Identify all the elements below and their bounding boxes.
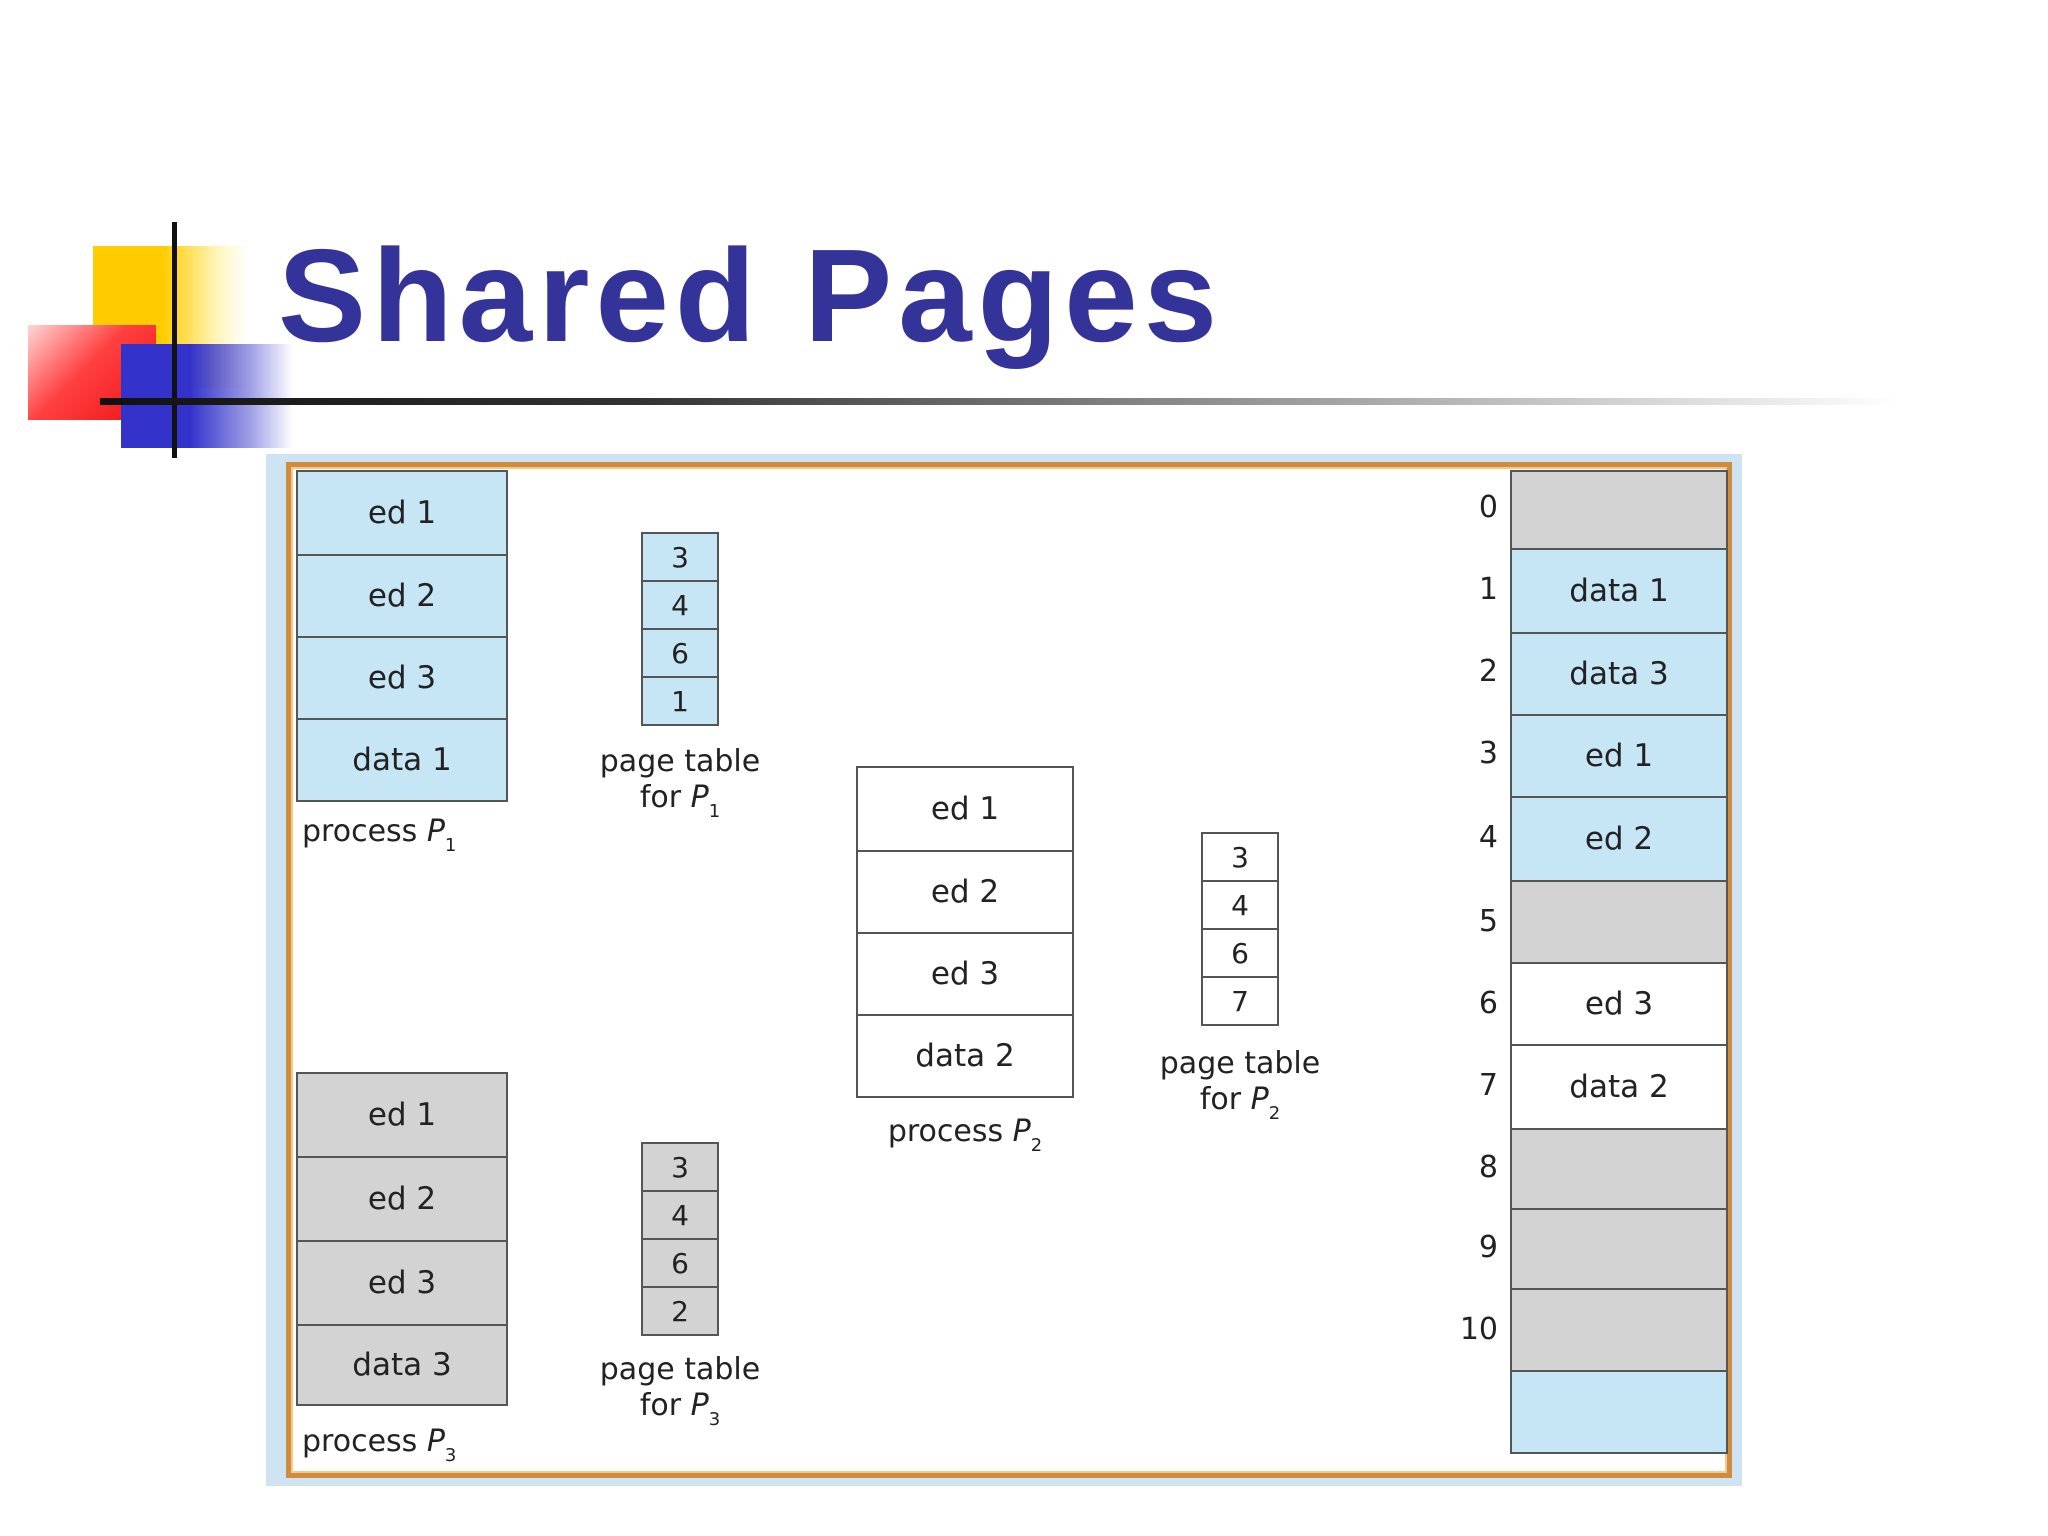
diagram-frame (286, 462, 1732, 1478)
process-p3-page: ed 3 (296, 1240, 508, 1326)
process-p1-page: data 1 (296, 718, 508, 802)
frame-number: 6 (1478, 986, 1498, 1021)
page-table-p2-entry: 4 (1201, 880, 1279, 930)
process-p2-page: ed 2 (856, 850, 1074, 934)
process-p2-page: data 2 (856, 1014, 1074, 1098)
frame-number: 4 (1478, 820, 1498, 855)
frame-number: 10 (1459, 1312, 1498, 1347)
process-p3-page: data 3 (296, 1324, 508, 1406)
memory-frame: data 3 (1510, 632, 1728, 716)
page-table-p2-entry: 3 (1201, 832, 1279, 882)
header-vertical-line (172, 222, 177, 458)
memory-frame (1510, 470, 1728, 550)
memory-frame (1510, 1128, 1728, 1210)
process-p1-page: ed 3 (296, 636, 508, 720)
frame-number: 9 (1478, 1230, 1498, 1265)
page-table-p3-label: page table for P3 (599, 1352, 761, 1430)
page-table-p2-entry: 6 (1201, 928, 1279, 978)
frame-number: 2 (1478, 654, 1498, 689)
memory-frame (1510, 1370, 1728, 1454)
slide-title: Shared Pages (278, 222, 1224, 369)
frame-number: 7 (1478, 1068, 1498, 1103)
process-p2-page: ed 1 (856, 766, 1074, 852)
memory-frame: data 1 (1510, 548, 1728, 634)
process-p2-page: ed 3 (856, 932, 1074, 1016)
page-table-p2-entry: 7 (1201, 976, 1279, 1026)
page-table-p3-entry: 2 (641, 1286, 719, 1336)
memory-frame (1510, 880, 1728, 964)
memory-frame (1510, 1208, 1728, 1290)
page-table-p1-entry: 4 (641, 580, 719, 630)
frame-number: 1 (1478, 572, 1498, 607)
page-table-p3-entry: 3 (641, 1142, 719, 1192)
process-p3-page: ed 1 (296, 1072, 508, 1158)
page-table-p3-entry: 6 (641, 1238, 719, 1288)
process-p1-label: process P1 (302, 814, 457, 856)
process-p3-page: ed 2 (296, 1156, 508, 1242)
header-horizontal-rule (100, 398, 1900, 405)
process-p1-page: ed 1 (296, 470, 508, 556)
process-p3-label: process P3 (302, 1424, 457, 1466)
memory-frame (1510, 1288, 1728, 1372)
page-table-p1-entry: 3 (641, 532, 719, 582)
memory-frame: data 2 (1510, 1044, 1728, 1130)
frame-number: 0 (1478, 490, 1498, 525)
frame-number: 3 (1478, 736, 1498, 771)
memory-frame: ed 3 (1510, 962, 1728, 1046)
page-table-p3-entry: 4 (641, 1190, 719, 1240)
process-p1-page: ed 2 (296, 554, 508, 638)
page-table-p1-label: page table for P1 (599, 744, 761, 822)
memory-frame: ed 2 (1510, 796, 1728, 882)
page-table-p1-entry: 1 (641, 676, 719, 726)
frame-number: 5 (1478, 904, 1498, 939)
process-p2-label: process P2 (887, 1114, 1043, 1156)
frame-number: 8 (1478, 1150, 1498, 1185)
page-table-p1-entry: 6 (641, 628, 719, 678)
header-blue-square (121, 344, 293, 448)
memory-frame: ed 1 (1510, 714, 1728, 798)
page-table-p2-label: page table for P2 (1159, 1046, 1321, 1124)
